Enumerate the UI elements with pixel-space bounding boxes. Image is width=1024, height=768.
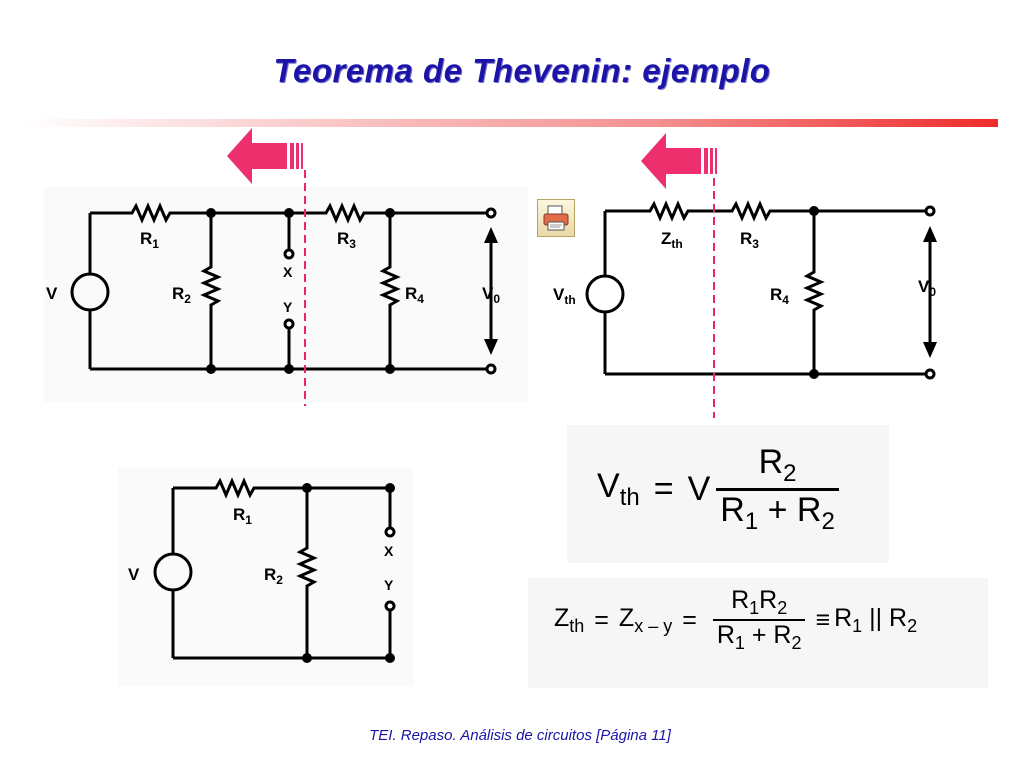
vth-lhs: Vth <box>597 466 640 511</box>
title-underline <box>20 119 998 127</box>
vout-label: V0 <box>482 284 500 306</box>
equals-sign-2: = <box>682 605 697 634</box>
equivalent-sign: ≡ <box>815 605 831 634</box>
r1-label: R1 <box>233 505 252 527</box>
equals-sign: = <box>653 469 674 508</box>
circuit-reduced-bg <box>118 468 413 686</box>
terminal-x-label: X <box>283 264 293 280</box>
vth-equation: Vth = V R2 R1 + R2 <box>567 425 889 563</box>
zxy-term: Zx – y <box>618 603 673 636</box>
circuit-thevenin: Vth Zth R3 R4 V0 <box>553 200 937 380</box>
equals-sign-1: = <box>594 605 609 634</box>
source-v-label: V <box>128 565 140 584</box>
cut-line-thevenin <box>713 178 715 418</box>
terminal-x-label: X <box>384 543 394 559</box>
r2-label: R2 <box>172 284 191 306</box>
printer-icon[interactable] <box>537 199 575 237</box>
parallel-term: R1 || R2 <box>834 603 918 636</box>
vout-label: V0 <box>918 277 936 299</box>
right-arrow-icon <box>641 133 717 189</box>
r4-label: R4 <box>770 285 789 307</box>
r3-label: R3 <box>337 229 356 251</box>
zth-lhs: Zth <box>554 603 585 636</box>
vth-fraction: R2 R1 + R2 <box>716 443 839 536</box>
source-v-label: V <box>46 284 58 303</box>
vth-factor: V <box>687 469 711 508</box>
r4-label: R4 <box>405 284 424 306</box>
slide-footer: TEI. Repaso. Análisis de circuitos [Pági… <box>369 727 671 744</box>
r1-label: R1 <box>140 229 159 251</box>
terminal-y-label: Y <box>283 299 293 315</box>
zth-label: Zth <box>661 229 683 251</box>
slide-title: Teorema de Thevenin: ejemplo <box>273 52 771 89</box>
r2-label: R2 <box>264 565 283 587</box>
circuit-original: V R1 R2 R3 R4 X Y V0 <box>46 202 500 375</box>
zth-equation: Zth = Zx – y = R1R2 R1 + R2 ≡ R1 || R2 <box>528 578 988 688</box>
circuit-reduced: V R1 R2 X Y <box>128 477 396 663</box>
terminal-y-label: Y <box>384 577 394 593</box>
cut-line-original <box>304 170 306 406</box>
left-arrow-icon <box>227 128 303 184</box>
zth-fraction: R1R2 R1 + R2 <box>712 586 806 654</box>
source-vth-label: Vth <box>553 285 576 307</box>
r3-label: R3 <box>740 229 759 251</box>
